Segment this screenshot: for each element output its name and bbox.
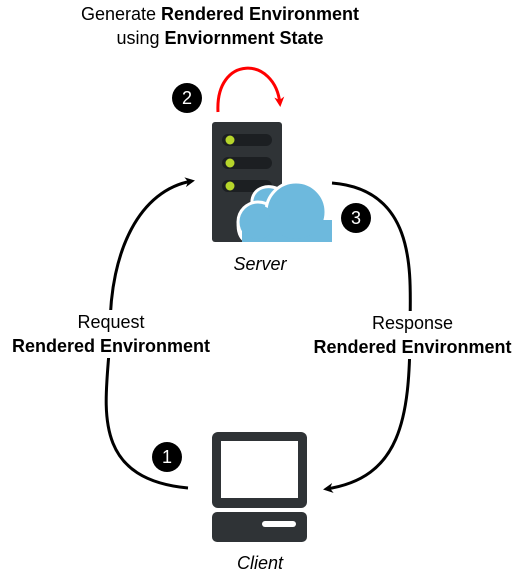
step-badge-1: 1 [152,442,182,472]
request-label: Request Rendered Environment [0,310,222,358]
step-number: 3 [350,207,361,228]
server-label: Server [233,254,287,274]
request-label-line-2: Rendered Environment [11,336,211,356]
cloud-icon [236,180,332,244]
step-number: 1 [161,446,172,467]
step-badge-2: 2 [172,83,202,113]
title-line-1-bold: Rendered Environment [161,4,360,24]
response-label-line-2: Rendered Environment [313,337,512,357]
response-label-line-1: Response [371,313,454,333]
title-line-2-bold: Enviornment State [164,28,324,48]
request-label-line-1: Request [77,312,145,332]
step-badge-3: 3 [341,203,371,233]
title-line-1-prefix: Generate [80,4,156,24]
client-label: Client [236,553,284,573]
response-label: Response Rendered Environment [302,311,523,359]
title-line-1: Generate Rendered Environment [60,2,380,26]
title-line-2: using Enviornment State [60,26,380,50]
title-line-2-prefix: using [116,28,160,48]
step-number: 2 [181,87,192,108]
computer-icon [212,432,307,542]
self-loop-arrow [216,66,285,113]
diagram-title: Generate Rendered Environment using Envi… [60,2,380,50]
